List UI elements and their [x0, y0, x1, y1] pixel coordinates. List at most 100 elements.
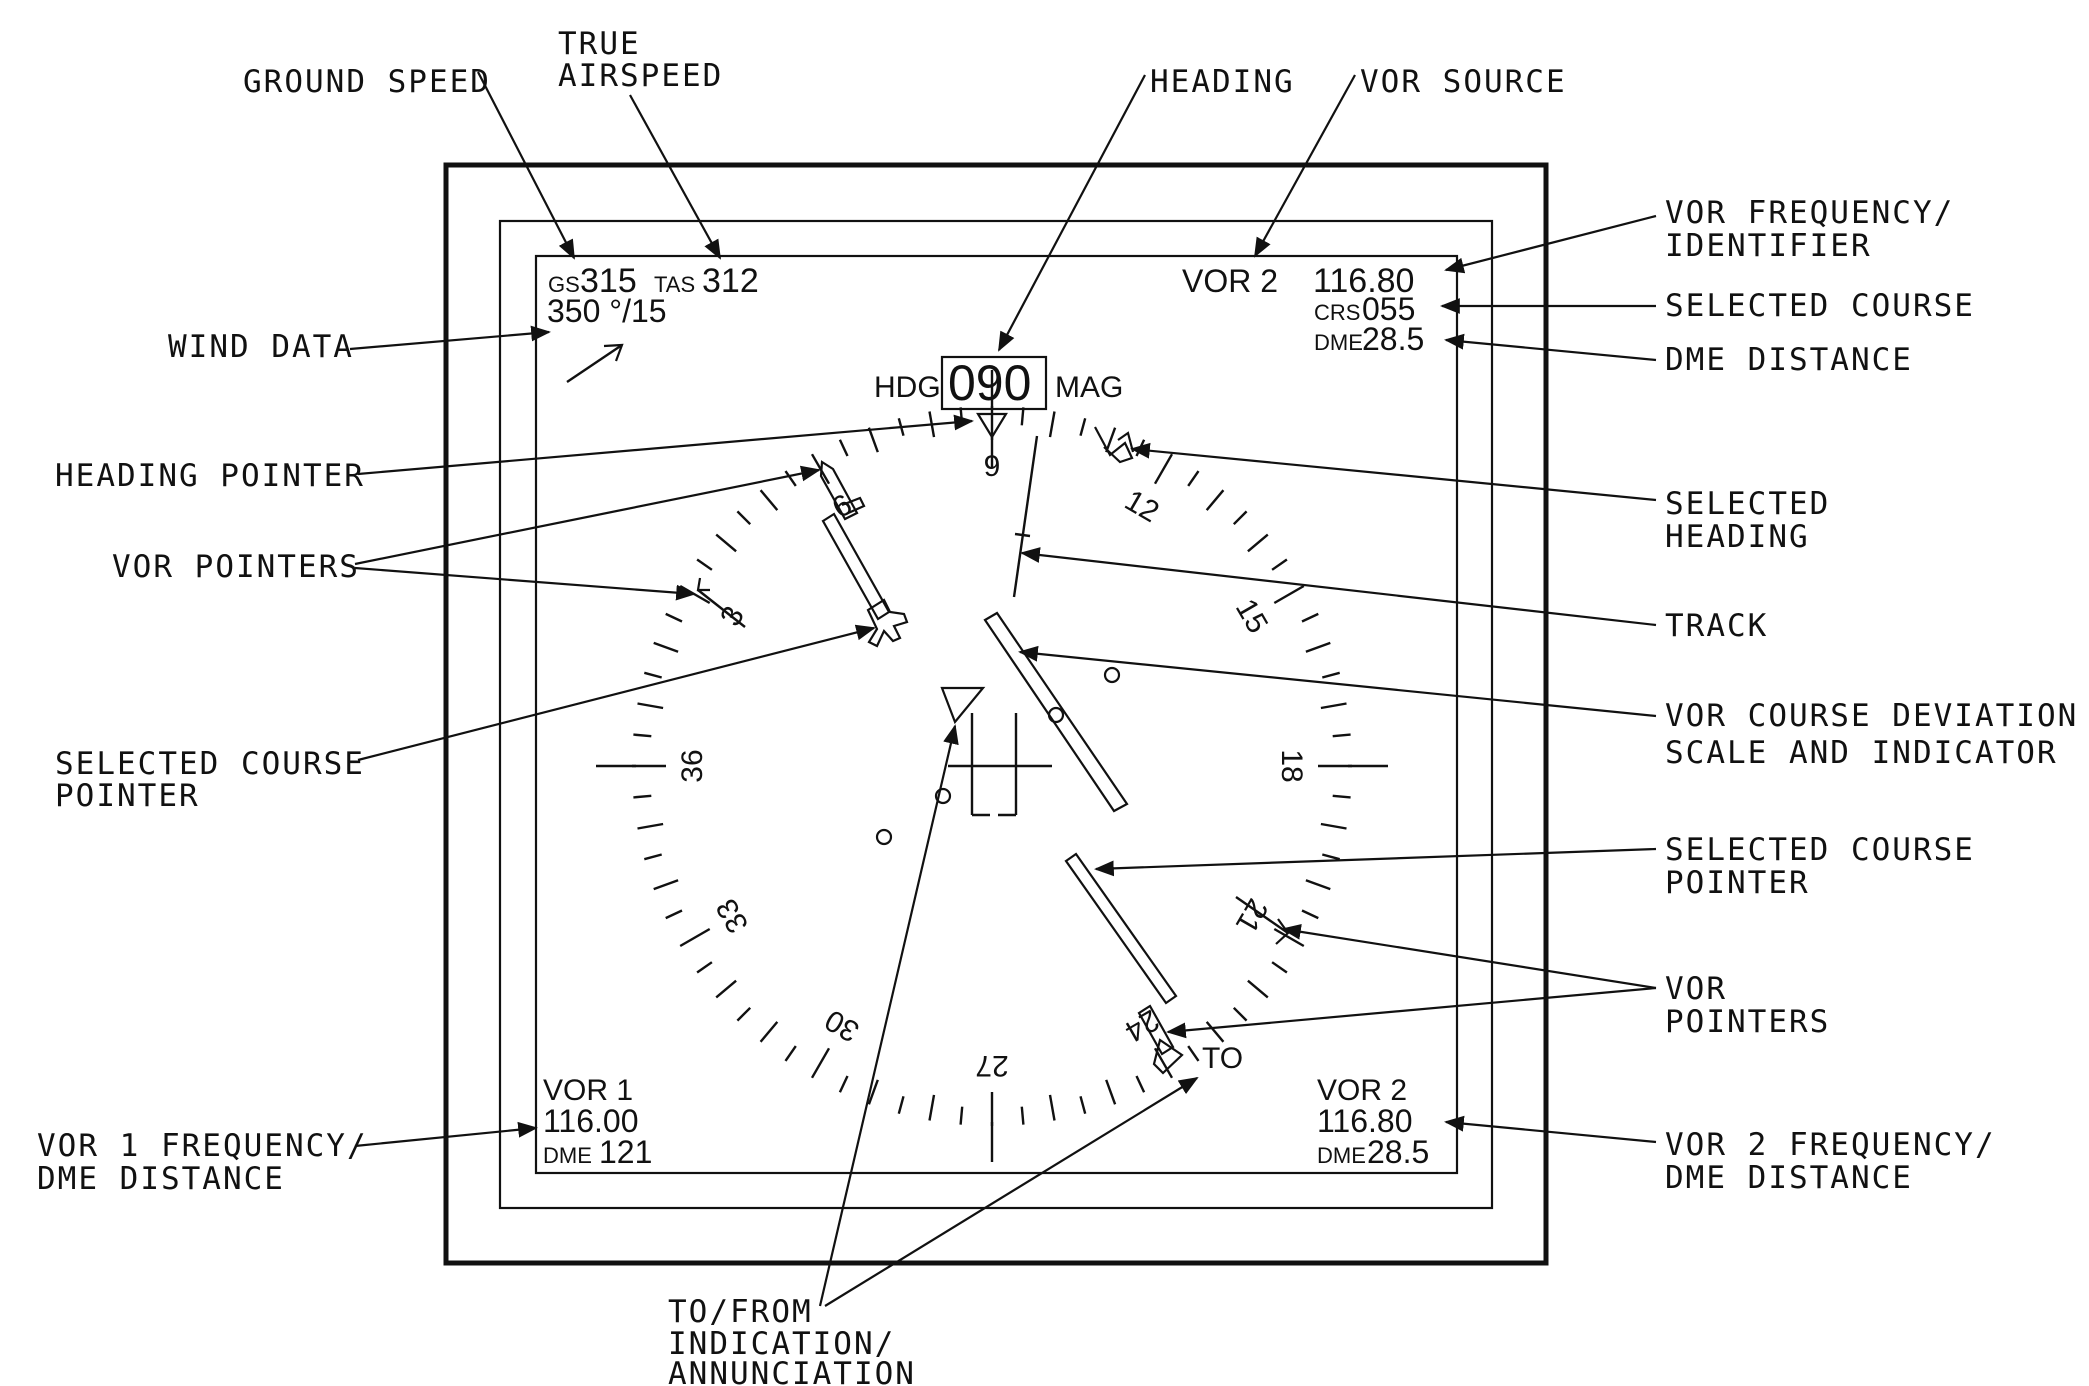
leader-to-from-triangle [818, 724, 959, 1307]
callout-to-from-1: TO/FROM [668, 1294, 813, 1330]
callout-vor-frequency-identifier-2: IDENTIFIER [1665, 228, 1872, 264]
rose-tick [696, 961, 713, 974]
rose-tick [1271, 961, 1288, 974]
leader-true-airspeed [629, 94, 721, 260]
rose-tick [1320, 702, 1347, 710]
rose-tick [867, 1079, 879, 1105]
callout-selected-course: SELECTED COURSE [1665, 288, 1975, 324]
callout-to-from-3: ANNUNCIATION [668, 1356, 916, 1386]
callout-vor-cdi-1: VOR COURSE DEVIATION [1665, 698, 2078, 734]
rose-tick [1332, 794, 1351, 799]
rose-tick [838, 439, 849, 457]
rose-tick [1187, 1045, 1200, 1062]
rose-tick [1232, 510, 1248, 526]
rose-tick [784, 1045, 797, 1062]
crs-label: CRS [1314, 300, 1360, 325]
callout-vor1-frequency-dme-1: VOR 1 FREQUENCY/ [37, 1128, 368, 1164]
leader-selected-course-pointer-right [1094, 847, 1657, 877]
rose-tick [1247, 533, 1269, 553]
callout-true-airspeed-2: AIRSPEED [558, 58, 723, 94]
leader-vor2-frequency [1444, 1115, 1657, 1144]
leader-dme-distance [1444, 333, 1657, 362]
rose-tick [633, 794, 652, 799]
vor1-name: VOR 1 [543, 1074, 633, 1107]
rose-tick [633, 733, 652, 738]
leader-course-deviation [1018, 645, 1657, 718]
rose-tick [736, 510, 752, 526]
rose-tick [715, 533, 737, 553]
rose-tick [897, 1095, 905, 1115]
rose-tick [784, 470, 797, 487]
callout-vor2-frequency-dme-2: DME DISTANCE [1665, 1160, 1913, 1196]
rose-label: 12 [1119, 484, 1164, 529]
rose-label: 27 [975, 1049, 1008, 1082]
rose-tick [1301, 909, 1319, 920]
rose-label: 21 [1229, 893, 1274, 938]
deviation-dot [1103, 666, 1121, 684]
track-line [1012, 435, 1039, 598]
rose-label: 36 [676, 749, 709, 782]
vor-pointer-head-upper-left-icon [819, 460, 866, 521]
callout-heading: HEADING [1150, 64, 1295, 100]
vor-source-readout: VOR 2 [1182, 263, 1278, 299]
to-from-triangle-icon [940, 686, 986, 725]
rose-tick [1205, 489, 1225, 511]
to-from-annunciation: TO [1202, 1042, 1243, 1075]
rose-tick [928, 1094, 936, 1121]
leader-to-annunciation [824, 1076, 1199, 1307]
callout-dme-distance: DME DISTANCE [1665, 342, 1913, 378]
callout-vor2-frequency-dme-1: VOR 2 FREQUENCY/ [1665, 1127, 1996, 1163]
rose-tick [736, 1006, 752, 1022]
rose-tick [759, 489, 779, 511]
callout-vor-pointers-left: VOR POINTERS [112, 549, 360, 585]
tas-label: TAS [654, 272, 695, 297]
rose-tick [696, 558, 713, 571]
wind-arrow-icon [566, 343, 624, 383]
rose-tick [1020, 1106, 1025, 1125]
leader-selected-course-pointer-left [357, 624, 876, 762]
rose-tick [1187, 470, 1200, 487]
callout-vor-frequency-identifier-1: VOR FREQUENCY/ [1665, 195, 1954, 231]
deviation-dot [875, 828, 893, 846]
vor1-frequency: 116.00 [543, 1103, 639, 1139]
rose-tick [1153, 453, 1174, 485]
rose-label: 18 [1275, 749, 1308, 782]
callout-vor-source: VOR SOURCE [1360, 64, 1567, 100]
rose-tick [959, 1106, 964, 1125]
dme-label: DME [1314, 330, 1363, 355]
rose-tick [1232, 1006, 1248, 1022]
rose-tick [637, 702, 664, 710]
rose-tick [643, 671, 663, 679]
vor2-dme: 28.5 [1367, 1134, 1429, 1170]
rose-tick [838, 1075, 849, 1093]
rose-tick [1079, 1095, 1087, 1115]
callout-selected-heading-2: HEADING [1665, 519, 1810, 555]
rose-tick [1271, 558, 1288, 571]
callout-selected-course-pointer-left-1: SELECTED COURSE [55, 746, 365, 782]
callout-ground-speed: GROUND SPEED [243, 64, 491, 100]
rose-tick [1135, 439, 1146, 457]
display-middle-frame [498, 219, 1494, 1210]
wind-readout: 350 °/15 [547, 293, 667, 329]
vor1-dme: 121 [599, 1134, 652, 1170]
callout-true-airspeed-1: TRUE [558, 26, 641, 62]
vor-pointer-tail-lower-right-icon [1137, 1004, 1184, 1075]
rose-tick [643, 853, 663, 861]
heading-readout: 090 [948, 355, 1031, 411]
rose-label: 30 [820, 1003, 865, 1048]
leader-wind-data [349, 325, 551, 351]
vor2-pointer-head-icon [696, 577, 746, 628]
vor2-frequency: 116.80 [1317, 1103, 1413, 1139]
callout-wind-data: WIND DATA [168, 329, 354, 365]
rose-tick [1105, 427, 1117, 453]
leader-vor1-frequency [354, 1121, 538, 1148]
display-outer-bezel [443, 162, 1549, 1266]
rose-tick [1048, 411, 1056, 438]
rose-tick [1301, 612, 1319, 623]
heading-box [940, 355, 1048, 411]
rose-tick [1105, 1079, 1117, 1105]
leader-selected-heading [1130, 442, 1657, 502]
callout-vor-pointers-right-2: POINTERS [1665, 1004, 1830, 1040]
heading-pointer-icon [976, 412, 1008, 440]
callout-heading-pointer: HEADING POINTER [55, 458, 365, 494]
